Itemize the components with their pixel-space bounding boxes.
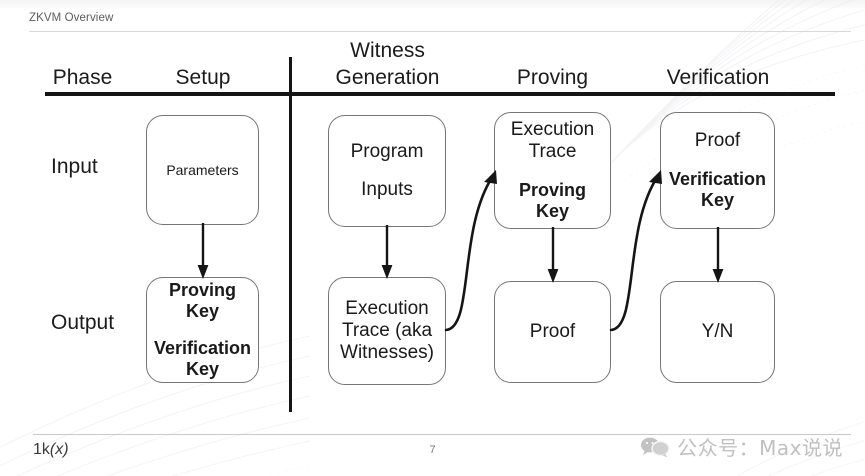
box-text-line: Proof	[694, 130, 741, 152]
arrow-setup-input-to-output	[197, 223, 209, 279]
box-text-line: Key	[700, 189, 735, 210]
box-text-line: Trace (aka	[341, 319, 433, 341]
box-setup-input[interactable]: Parameters	[146, 115, 259, 225]
column-header-proving: Proving	[516, 66, 589, 89]
footer-left-italic: (x)	[49, 441, 69, 458]
column-header-witness-line1: Witness	[350, 39, 425, 62]
footer-left-main: 1k	[33, 441, 50, 458]
arrow-proving-input-to-output	[547, 227, 559, 283]
table-header-rule	[45, 92, 835, 96]
box-verification-output[interactable]: Y/N	[660, 281, 775, 383]
slide-title: ZKVM Overview	[29, 12, 114, 24]
column-header-phase: Phase	[52, 66, 113, 89]
column-header-witness-line2: Generation	[335, 66, 440, 89]
setup-column-divider	[289, 57, 292, 412]
watermark: 公众号：Max说说	[640, 432, 843, 461]
box-text-line: Proving	[518, 179, 586, 200]
footer-divider	[33, 434, 851, 435]
box-proving-output[interactable]: Proof	[494, 281, 611, 383]
wechat-bubble-icon	[641, 437, 670, 457]
row-label-input: Input	[51, 155, 98, 178]
box-text-line: Execution	[510, 119, 595, 141]
box-text-line: Inputs	[361, 179, 413, 200]
box-text-line: Proof	[529, 320, 576, 342]
page-number: 7	[429, 444, 436, 456]
watermark-text: 公众号：Max说说	[677, 436, 843, 460]
box-text-line: Verification	[668, 168, 767, 189]
box-text-line: Parameters	[166, 161, 239, 178]
box-text-line: Key	[185, 300, 220, 321]
column-header-verification: Verification	[666, 66, 770, 89]
arrow-verification-input-to-output	[712, 227, 724, 283]
box-text-line: Key	[185, 359, 220, 380]
arrow-witness-input-to-output	[381, 225, 393, 279]
title-divider	[29, 31, 851, 32]
box-text-line: Witnesses)	[340, 342, 434, 364]
box-text-line: Execution	[345, 297, 429, 319]
footer-left-text: 1k(x)	[33, 441, 69, 459]
box-text-line: Verification	[153, 338, 252, 358]
column-header-witness-generation: Witness Generation	[310, 37, 465, 91]
row-label-output: Output	[51, 311, 115, 334]
box-text-line: Key	[535, 200, 570, 221]
column-header-setup: Setup	[175, 66, 231, 89]
box-text-line: Y/N	[701, 320, 734, 342]
box-text-line: Proving	[168, 279, 236, 300]
box-text-line: Program	[350, 140, 424, 162]
top-band	[0, 0, 865, 8]
box-text-line: Trace	[528, 141, 577, 163]
